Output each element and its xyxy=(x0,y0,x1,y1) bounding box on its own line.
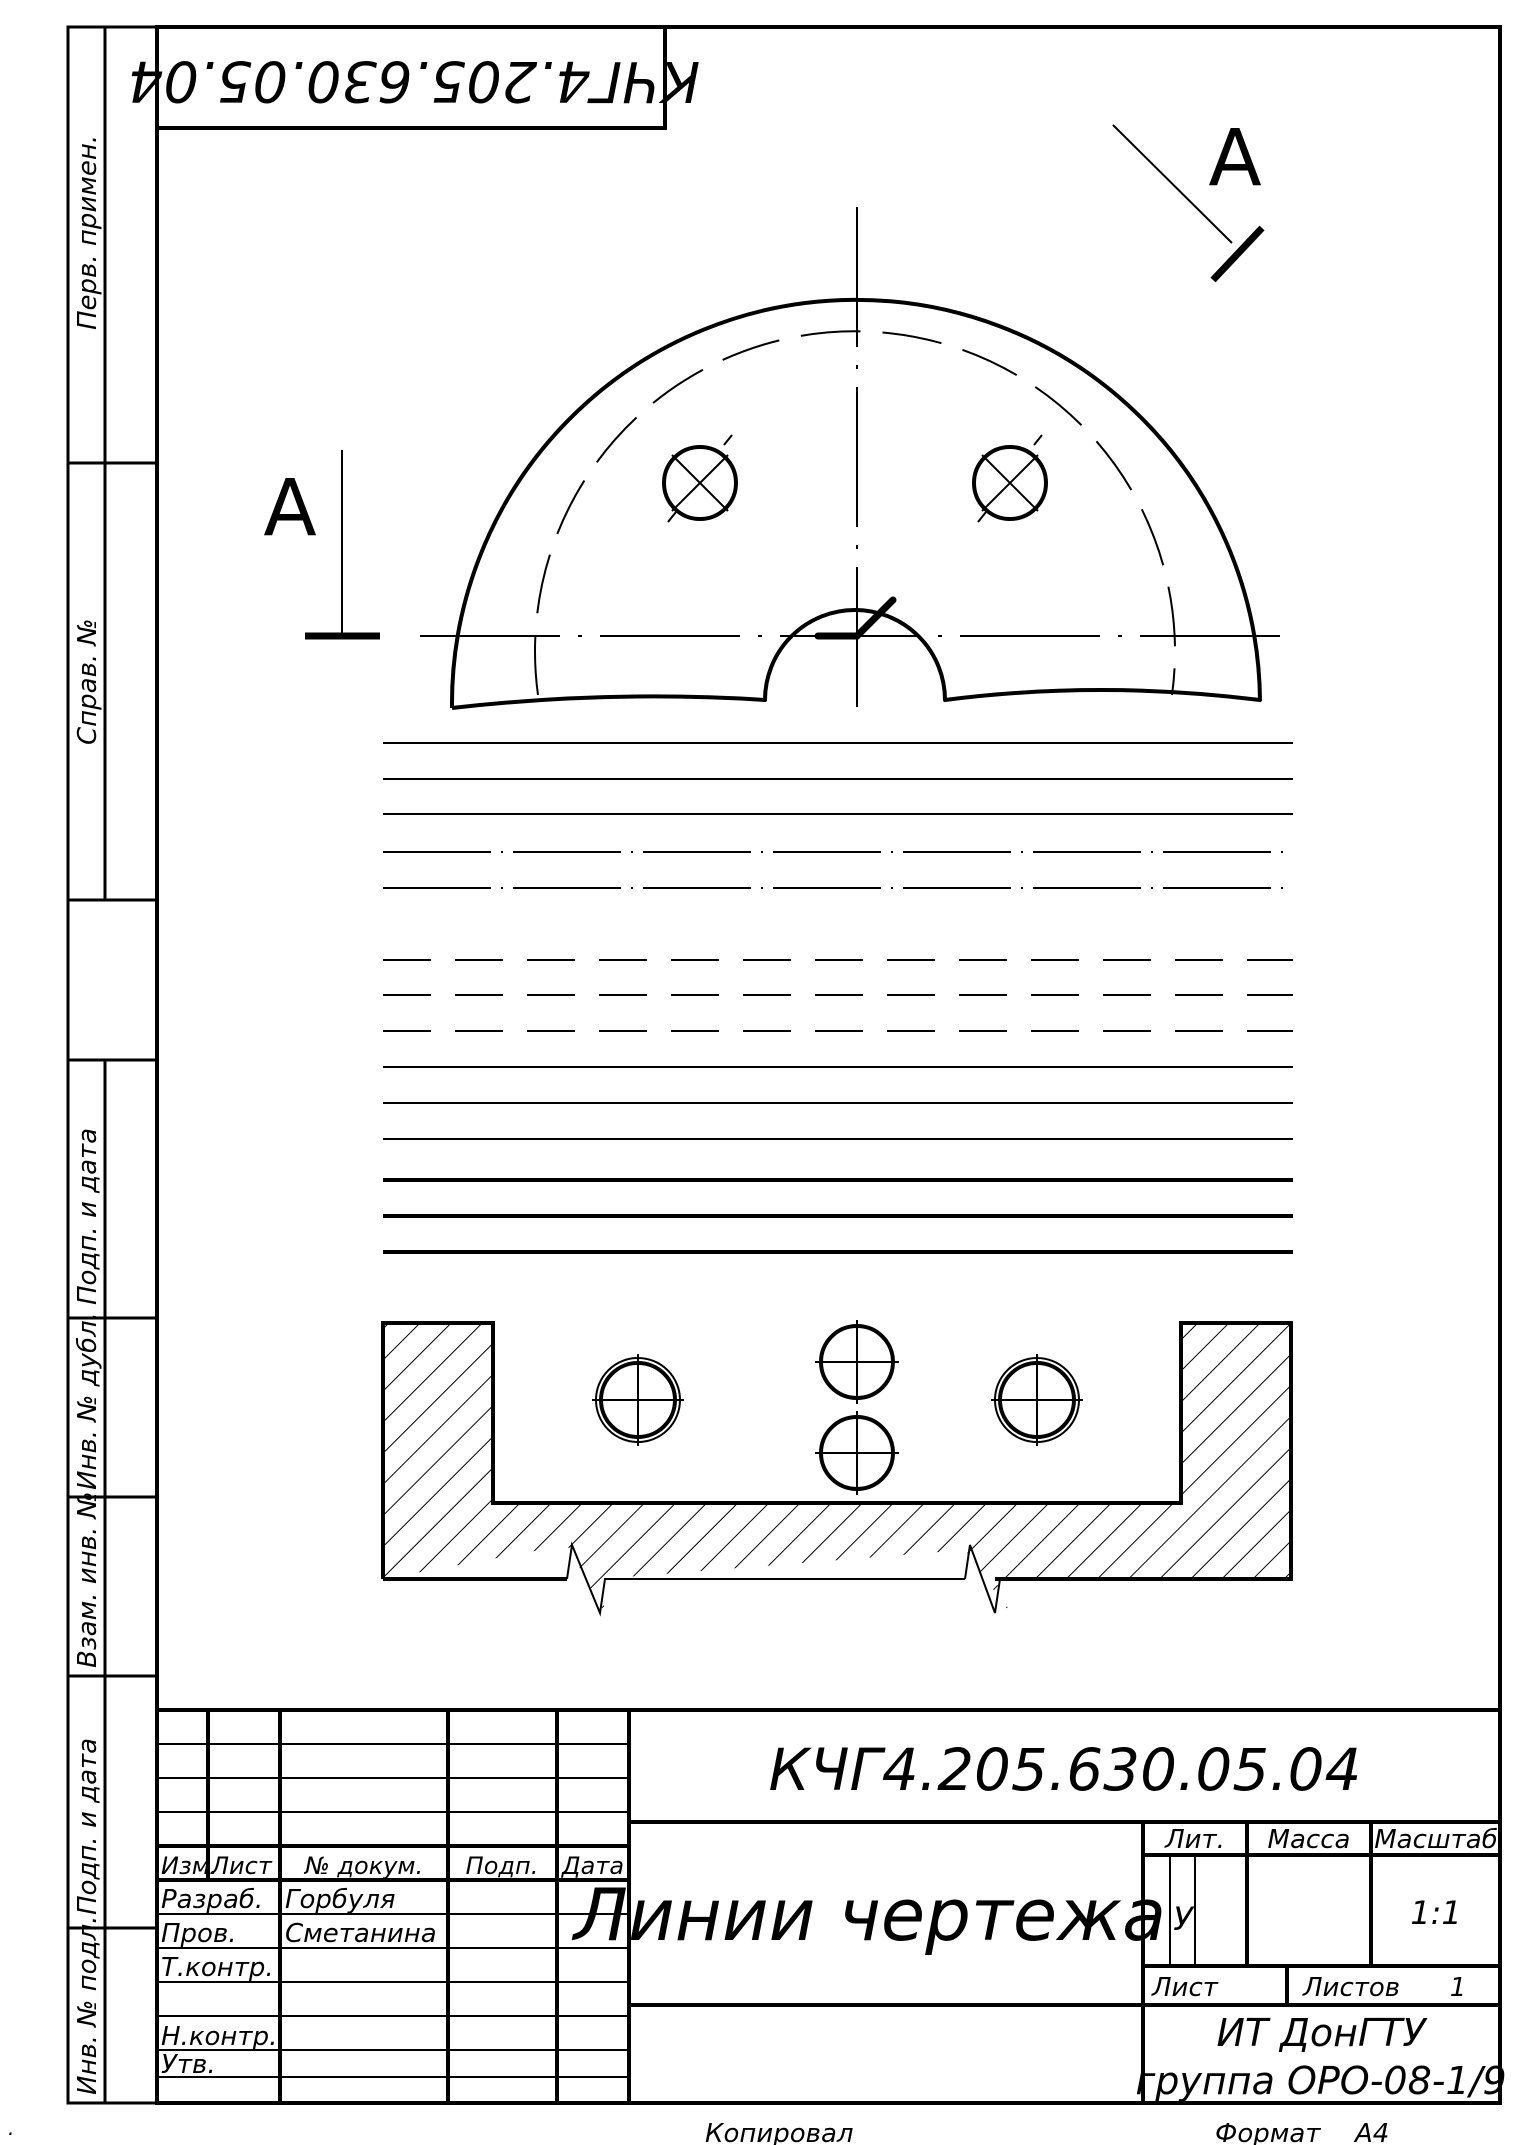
header-data: Дата xyxy=(561,1852,624,1880)
header-list: Лист xyxy=(210,1852,273,1880)
role-razrab: Разраб. xyxy=(161,1885,263,1915)
break-line-right xyxy=(964,1544,1001,1614)
top-code-text: КЧГ4.205.630.05.04 xyxy=(128,48,700,113)
section-view xyxy=(381,1320,1293,1617)
side-strip-lower xyxy=(66,1058,159,2105)
listov-value: 1 xyxy=(1450,1973,1467,2003)
masshtab-value: 1:1 xyxy=(1410,1894,1462,1932)
drawing-title: Линии чертежа xyxy=(571,1873,1166,1957)
lit-value: У xyxy=(1173,1900,1195,1938)
side-label-inv-podl: Инв. № подл. xyxy=(73,1916,103,2095)
role-tkontr: Т.контр. xyxy=(161,1953,274,1983)
role-prov: Пров. xyxy=(161,1919,237,1949)
name-prov: Сметанина xyxy=(285,1919,437,1949)
pitch-circle-arc xyxy=(534,330,1176,696)
title-block xyxy=(157,1708,1500,2103)
footer-kopiroval: Копировал xyxy=(705,2119,854,2145)
hole-left xyxy=(662,445,738,521)
part-view xyxy=(420,207,1295,715)
side-strip-upper xyxy=(66,25,159,902)
footer-format-value: А4 xyxy=(1353,2119,1389,2145)
header-podp: Подп. xyxy=(466,1852,539,1880)
section-break-center xyxy=(814,596,897,640)
section-marker-left xyxy=(305,450,380,640)
side-label-vzam-inv: Взам. инв. № xyxy=(73,1491,103,1668)
lit-label: Лит. xyxy=(1164,1825,1225,1855)
org-line2: группа ОРО-08-1/9 xyxy=(1135,2059,1506,2103)
org-line1: ИТ ДонГТУ xyxy=(1216,2011,1428,2055)
role-nkontr: Н.контр. xyxy=(161,2022,277,2052)
name-razrab: Горбуля xyxy=(285,1885,396,1915)
break-line-left xyxy=(566,1541,965,1617)
designation-code: КЧГ4.205.630.05.04 xyxy=(769,1736,1362,1804)
header-izm: Изм. xyxy=(161,1852,217,1880)
line-samples xyxy=(383,742,1293,1254)
masshtab-label: Масштаб xyxy=(1374,1825,1498,1855)
side-label-podp-data-upper: Подп. и дата xyxy=(73,1128,103,1305)
section-marker-right xyxy=(1112,124,1265,283)
top-code-box: КЧГ4.205.630.05.04 xyxy=(128,27,700,130)
side-label-sprav-no: Справ. № xyxy=(73,619,103,745)
listov-label: Листов xyxy=(1302,1973,1400,2003)
list-label: Лист xyxy=(1151,1973,1219,2003)
side-label-perv-primen: Перв. примен. xyxy=(73,135,103,330)
section-letter-right: А xyxy=(1208,114,1261,204)
footer-format-label: Формат xyxy=(1215,2119,1321,2145)
outer-contour xyxy=(449,298,1262,710)
role-utv: Утв. xyxy=(161,2050,216,2080)
corner-mark: . xyxy=(8,2116,14,2140)
section-hatched-body xyxy=(383,1323,1291,1613)
side-label-podp-data-lower: Подп. и дата xyxy=(73,1738,103,1915)
section-letter-left: А xyxy=(263,464,316,554)
massa-label: Масса xyxy=(1268,1825,1351,1855)
side-label-inv-dubl: Инв. № дубл. xyxy=(73,1312,103,1490)
hole-right xyxy=(972,445,1048,521)
header-dokum: № докум. xyxy=(303,1852,423,1880)
